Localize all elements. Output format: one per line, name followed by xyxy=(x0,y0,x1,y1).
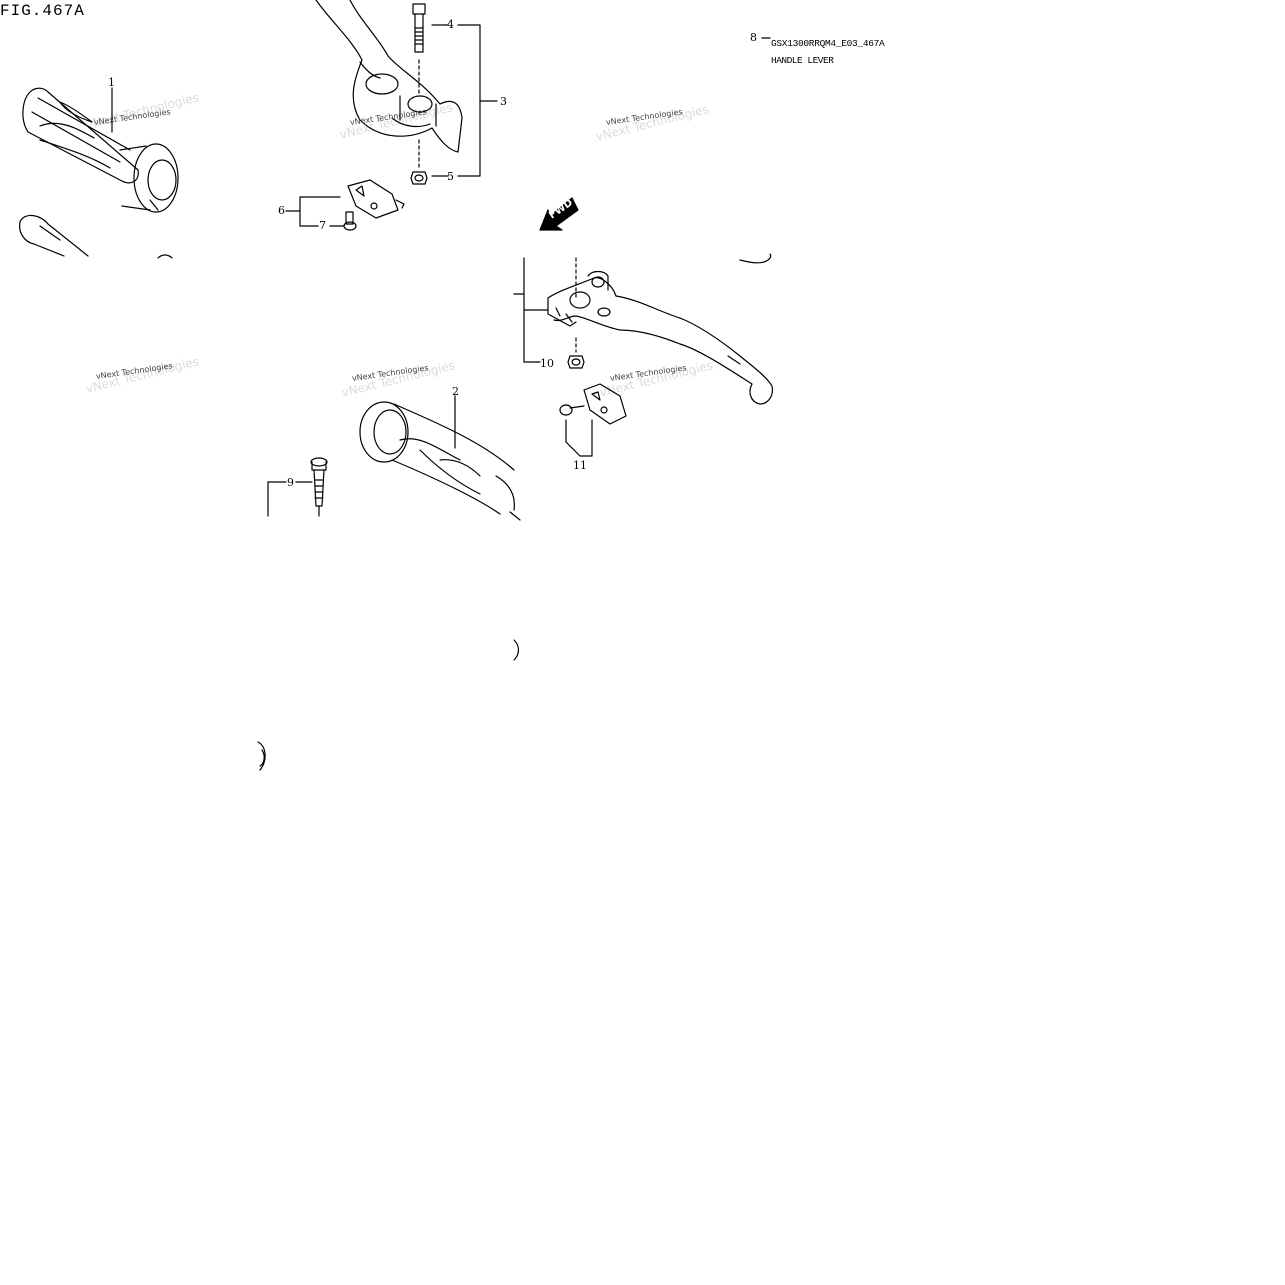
figure-title: FIG.467A xyxy=(0,2,85,20)
bracket-8-10 xyxy=(513,257,549,363)
nut-10-drawing xyxy=(567,337,585,369)
callout-10: 10 xyxy=(540,357,554,370)
bracket-3 xyxy=(457,24,481,177)
figure-name: HANDLE LEVER xyxy=(771,55,834,66)
callout-11: 11 xyxy=(573,459,587,472)
callout-7: 7 xyxy=(319,219,326,232)
screw-7-drawing xyxy=(343,211,357,231)
clutch-lever-drawing xyxy=(315,0,463,153)
bracket-11 xyxy=(565,419,593,457)
fwd-arrow-shape xyxy=(539,197,579,231)
callout-2: 2 xyxy=(452,385,459,398)
switch-6-drawing xyxy=(347,179,405,219)
bracket-9 xyxy=(267,481,313,517)
bolt-4-drawing xyxy=(412,3,426,96)
bracket-6-7 xyxy=(285,196,345,227)
callout-6: 6 xyxy=(278,204,285,217)
figure-code: GSX1300RRQM4_E03_467A xyxy=(771,38,885,49)
switch-11-drawing xyxy=(559,383,627,425)
callout-4: 4 xyxy=(447,18,454,31)
nut-5-drawing xyxy=(410,139,428,185)
callout-3: 3 xyxy=(500,95,507,108)
callout-9: 9 xyxy=(287,476,294,489)
grip-right-drawing xyxy=(359,401,521,521)
grip-left-drawing xyxy=(22,87,179,213)
bolt-9-drawing xyxy=(310,457,328,517)
callout-8: 8 xyxy=(750,31,757,44)
callout-5: 5 xyxy=(447,170,454,183)
brake-lever-drawing xyxy=(547,253,773,405)
callout-1: 1 xyxy=(108,76,115,89)
